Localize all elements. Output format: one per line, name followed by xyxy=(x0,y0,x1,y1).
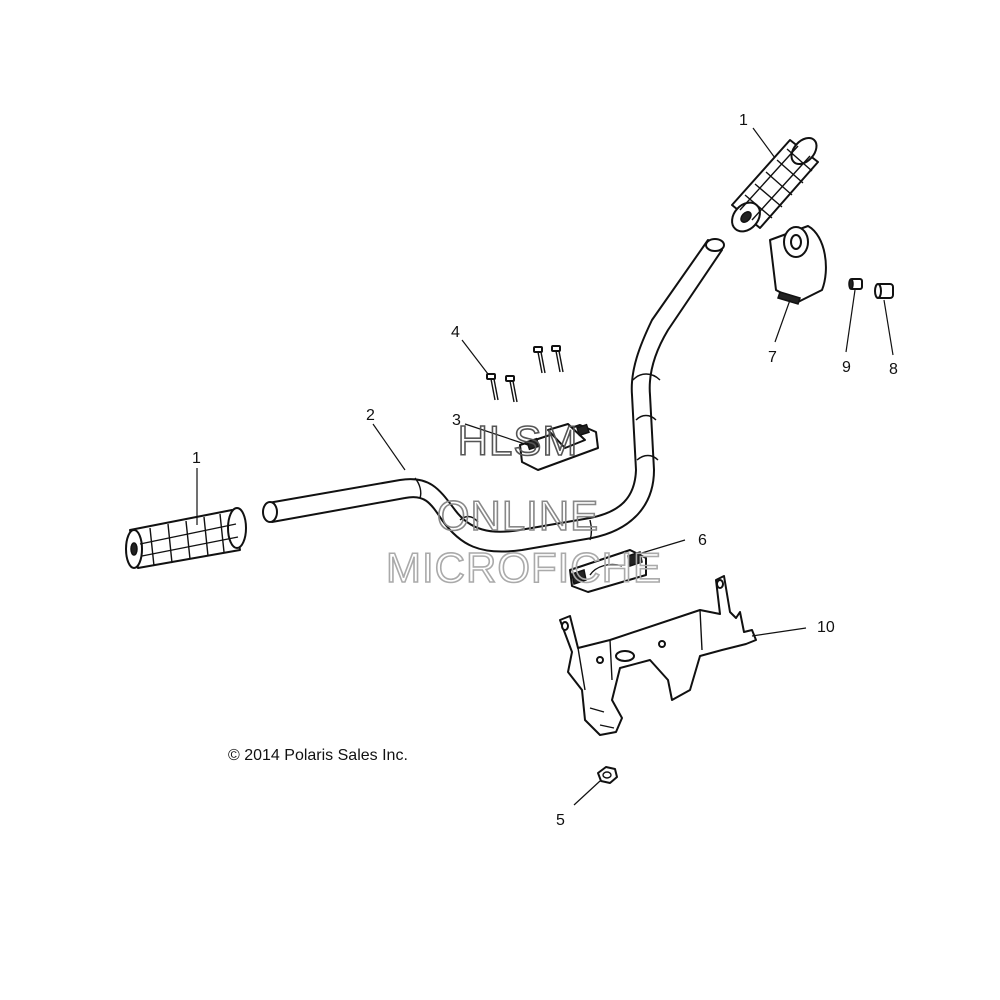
lower-clamp-part xyxy=(569,549,647,593)
callout-7: 7 xyxy=(768,349,777,366)
left-grip-part xyxy=(125,507,247,569)
bracket-part xyxy=(559,575,757,736)
nut-part xyxy=(597,766,618,784)
watermark-line-2: ONLINE xyxy=(437,492,599,539)
right-grip-part xyxy=(731,136,819,233)
copyright-text: © 2014 Polaris Sales Inc. xyxy=(228,747,408,764)
watermark: HLSM ONLINE MICROFICHE xyxy=(385,416,662,592)
leader-8 xyxy=(883,299,894,356)
watermark-line-3: MICROFICHE xyxy=(386,544,662,591)
leader-9 xyxy=(845,289,856,353)
switch-housing-part xyxy=(769,225,827,305)
callouts: 1 1 2 3 4 5 6 7 8 9 10 xyxy=(192,112,898,829)
handlebar-part xyxy=(262,238,725,553)
leader-5 xyxy=(573,780,601,806)
callout-5: 5 xyxy=(556,812,565,829)
bolt xyxy=(505,375,518,403)
leader-2 xyxy=(372,423,406,471)
callout-3: 3 xyxy=(452,412,461,429)
callout-9: 9 xyxy=(842,359,851,376)
bolt xyxy=(533,346,546,374)
callout-6: 6 xyxy=(698,532,707,549)
bolts-part xyxy=(486,345,564,403)
callout-1-right: 1 xyxy=(739,112,748,129)
clamp-part xyxy=(519,423,599,471)
leader-3 xyxy=(464,423,529,446)
callout-4: 4 xyxy=(451,324,460,341)
leader-7 xyxy=(774,299,791,343)
leader-10 xyxy=(751,627,807,637)
bolt xyxy=(551,345,564,373)
callout-10: 10 xyxy=(817,619,835,636)
leader-4 xyxy=(461,339,489,375)
plug-9-part xyxy=(848,278,863,290)
callout-2: 2 xyxy=(366,407,375,424)
leader-6 xyxy=(634,539,686,556)
watermark-line-1: HLSM xyxy=(458,417,579,464)
leader-lines xyxy=(196,127,894,806)
leader-1-right xyxy=(752,127,776,159)
callout-8: 8 xyxy=(889,361,898,378)
cap-8-part xyxy=(874,283,894,299)
callout-1-left: 1 xyxy=(192,450,201,467)
bolt xyxy=(486,373,499,401)
